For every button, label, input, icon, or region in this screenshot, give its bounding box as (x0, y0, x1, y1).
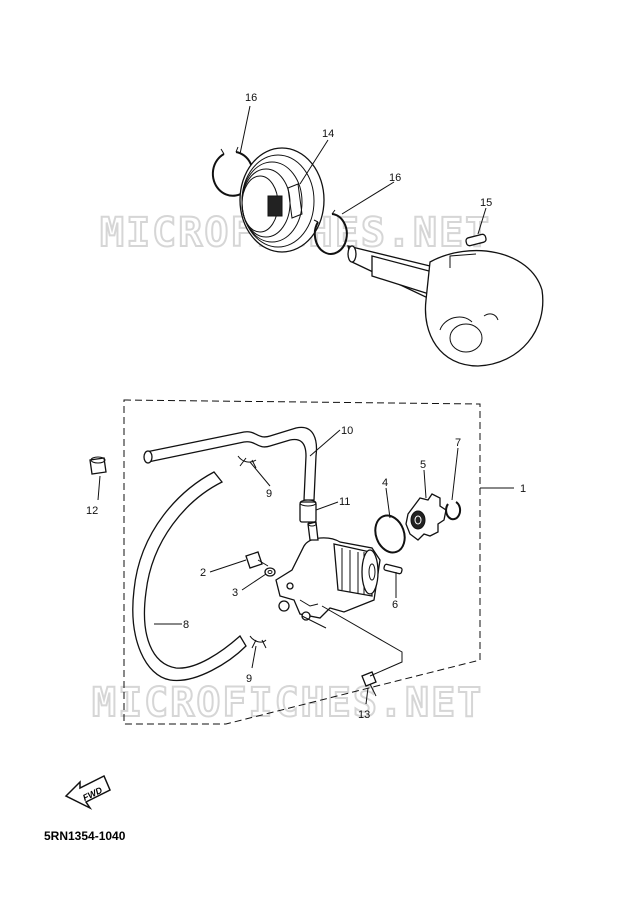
callout-10: 10 (341, 425, 353, 437)
suction-hose (132, 471, 247, 682)
screw (361, 671, 377, 697)
bolt (245, 551, 269, 569)
cap (89, 456, 107, 475)
callout-14: 14 (322, 128, 334, 140)
pump-pin (383, 563, 403, 575)
callout-9-upper: 9 (266, 488, 272, 500)
delivery-pipe (143, 426, 318, 501)
dowel-pin (465, 233, 487, 247)
oil-pump (275, 521, 381, 621)
crankshaft (347, 245, 544, 367)
callout-3: 3 (232, 587, 238, 599)
hose-clip-upper (237, 455, 257, 469)
callout-5: 5 (420, 459, 426, 471)
callout-12: 12 (86, 505, 98, 517)
hose-clip-lower (249, 635, 267, 649)
pulley (239, 147, 325, 253)
o-ring (374, 514, 406, 554)
callout-8: 8 (183, 619, 189, 631)
washer (264, 567, 276, 577)
callout-13: 13 (358, 709, 370, 721)
callout-9-lower: 9 (246, 673, 252, 685)
callout-11: 11 (339, 496, 350, 508)
forward-arrow-icon: FWD (64, 774, 111, 810)
callout-6: 6 (392, 599, 398, 611)
callout-16-right: 16 (389, 172, 401, 184)
pump-drive-gear (405, 493, 447, 541)
diagram-code: 5RN1354-1040 (44, 829, 126, 843)
callout-1: 1 (520, 483, 526, 495)
pipe-joint (299, 499, 317, 523)
callout-7: 7 (455, 437, 461, 449)
gear-circlip (445, 501, 462, 521)
circlip-left (211, 146, 254, 197)
callout-15: 15 (480, 197, 492, 209)
callout-16-upper: 16 (245, 92, 257, 104)
assembly-dashed-frame (123, 399, 481, 725)
callout-2: 2 (200, 567, 206, 579)
circlip-right (313, 209, 348, 255)
callout-4: 4 (382, 477, 388, 489)
watermark-bottom: MICROFICHES.NET (92, 680, 483, 726)
